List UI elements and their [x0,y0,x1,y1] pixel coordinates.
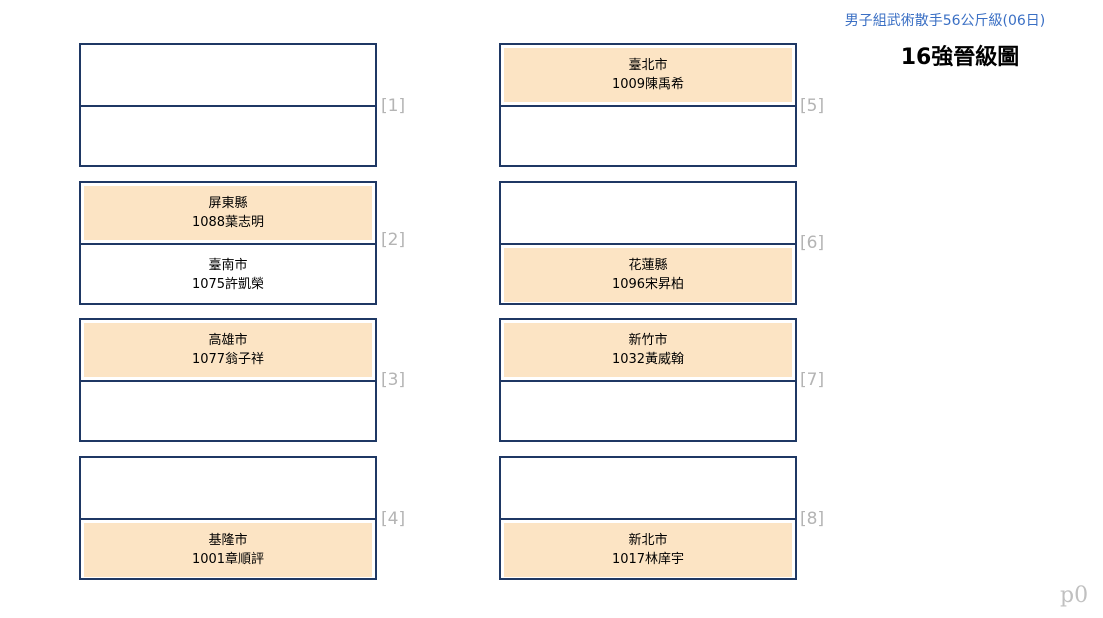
bracket-title: 16強晉級圖 [900,45,1020,70]
slot-divider [81,105,375,107]
player-slot-top [81,458,375,518]
match-number: [8] [800,509,825,529]
player-name: 1096宋昇柏 [611,277,685,292]
player-city: 臺南市 [208,258,248,273]
winner-highlight [84,323,372,377]
winner-highlight [504,248,792,302]
match-box: 新竹市 1032黃威翰 [499,318,797,442]
match-box: 新北市 1017林庠宇 [499,456,797,580]
player-slot-top: 新竹市 1032黃威翰 [501,320,795,380]
slot-divider [81,518,375,520]
player-slot-top [81,45,375,105]
slot-divider [501,380,795,382]
match-number: [7] [800,370,825,390]
player-slot-bottom [81,382,375,442]
player-slot-top [501,183,795,243]
player-slot-bottom [501,382,795,442]
player-slot-top: 屏東縣 1088葉志明 [81,183,375,243]
match-number: [6] [800,233,825,253]
page-label: p0 [1060,583,1089,608]
winner-highlight [504,523,792,577]
player-city: 屏東縣 [208,196,248,211]
winner-highlight [504,323,792,377]
player-slot-bottom: 臺南市 1075許凱榮 [81,245,375,305]
player-city: 花蓮縣 [628,258,668,273]
winner-highlight [504,48,792,102]
player-name: 1088葉志明 [191,215,265,230]
player-slot-bottom: 花蓮縣 1096宋昇柏 [501,245,795,305]
slot-divider [501,243,795,245]
match-box [79,43,377,167]
slot-divider [501,518,795,520]
player-name: 1032黃威翰 [611,352,685,367]
slot-divider [81,243,375,245]
player-city: 臺北市 [628,58,668,73]
match-box: 高雄市 1077翁子祥 [79,318,377,442]
winner-highlight [84,523,372,577]
player-slot-bottom: 新北市 1017林庠宇 [501,520,795,580]
player-name: 1009陳禹希 [611,77,685,92]
player-name: 1077翁子祥 [191,352,265,367]
match-number: [4] [381,509,406,529]
player-city: 基隆市 [208,533,248,548]
player-name: 1001章順評 [191,552,265,567]
player-city: 新竹市 [628,333,668,348]
player-name: 1017林庠宇 [611,552,685,567]
player-slot-top [501,458,795,518]
match-number: [1] [381,96,406,116]
match-number: [2] [381,230,406,250]
slot-divider [501,105,795,107]
player-city: 新北市 [628,533,668,548]
player-city: 高雄市 [208,333,248,348]
player-slot-bottom [81,107,375,167]
match-box: 花蓮縣 1096宋昇柏 [499,181,797,305]
player-slot-bottom: 基隆市 1001章順評 [81,520,375,580]
slot-divider [81,380,375,382]
player-slot-top: 高雄市 1077翁子祥 [81,320,375,380]
match-box: 臺北市 1009陳禹希 [499,43,797,167]
winner-highlight [84,186,372,240]
match-box: 基隆市 1001章順評 [79,456,377,580]
player-name: 1075許凱榮 [191,277,265,292]
player-slot-top: 臺北市 1009陳禹希 [501,45,795,105]
player-slot-bottom [501,107,795,167]
event-title: 男子組武術散手56公斤級(06日) [844,13,1046,29]
match-number: [5] [800,96,825,116]
match-box: 屏東縣 1088葉志明臺南市 1075許凱榮 [79,181,377,305]
match-number: [3] [381,370,406,390]
